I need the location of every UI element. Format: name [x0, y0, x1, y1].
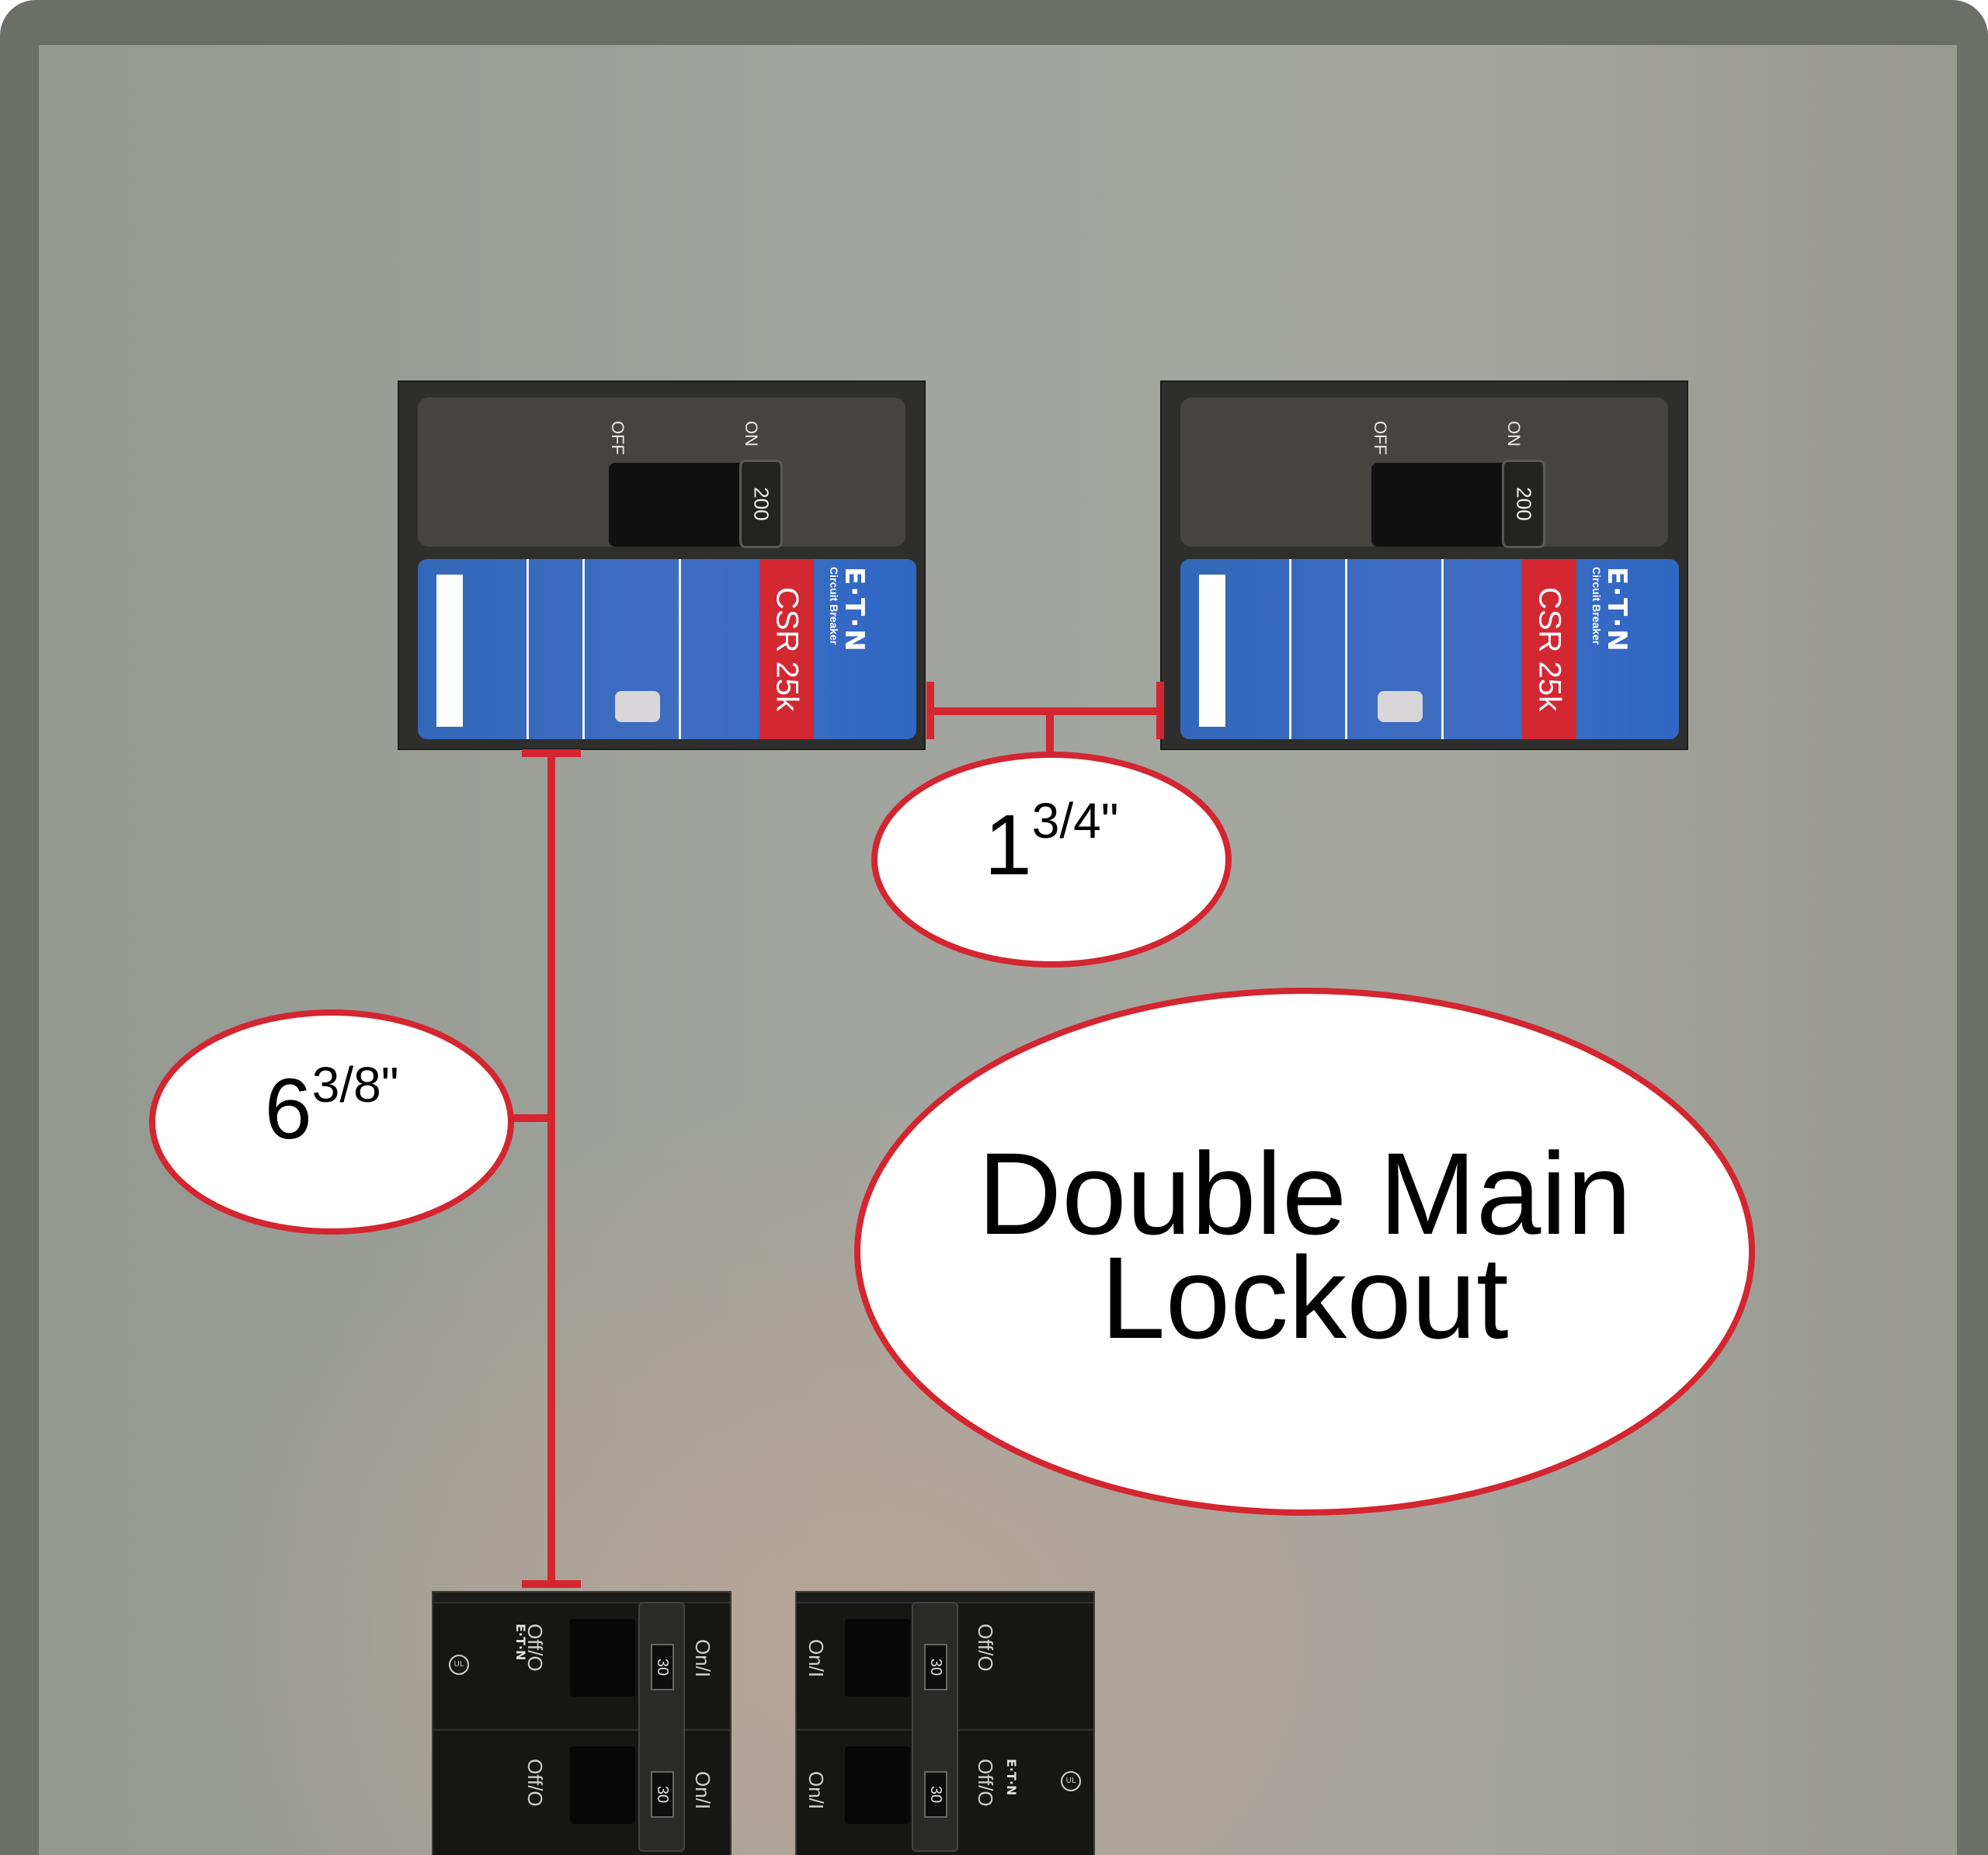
handle-slot: [1371, 463, 1524, 547]
breaker-handle-area: OFF ON 200: [1180, 398, 1668, 548]
amp-rating: 30: [924, 1644, 947, 1690]
divider-line: [679, 559, 681, 739]
handle-slot: [609, 463, 761, 547]
divider-line: [527, 559, 529, 739]
branch-breaker-right: 30 30 On/I On/I Off/O Off/O E·T·N UL: [795, 1591, 1095, 1855]
branch-breaker-left: 30 30 Off/O Off/O On/I On/I E·T·N UL: [432, 1591, 732, 1855]
title-callout: Double Main Lockout: [854, 988, 1755, 1516]
handle-slot: [570, 1746, 635, 1824]
breaker-label-panel: CSR 25k E·T·N Circuit Breaker: [418, 559, 916, 739]
dimension-whole: 6: [264, 1061, 312, 1157]
on-label: On/I: [805, 1639, 828, 1678]
on-label: On/I: [691, 1639, 714, 1678]
white-label-strip: [1199, 575, 1225, 727]
off-label: Off/O: [974, 1624, 997, 1672]
divider-line: [1345, 559, 1347, 739]
eaton-logo: E·T·N: [513, 1624, 528, 1661]
eaton-logo: E·T·N: [1004, 1759, 1019, 1796]
dimension-fraction: 3/4": [1031, 793, 1119, 849]
ul-mark: UL: [1061, 1771, 1081, 1791]
ul-mark: UL: [449, 1655, 469, 1675]
handle-slot: [570, 1619, 635, 1697]
indicator-chip: [615, 691, 660, 722]
divider-line: [582, 559, 585, 739]
dimension-fraction: 3/8": [311, 1057, 399, 1113]
title-line-2: Lockout: [1100, 1232, 1509, 1363]
dimension-whole: 1: [984, 797, 1032, 893]
indicator-chip: [1378, 691, 1423, 722]
on-label: On/I: [805, 1771, 828, 1810]
amp-rating: 30: [651, 1644, 674, 1690]
handle-slot: [845, 1746, 910, 1824]
breaker-handle-area: OFF ON 200: [418, 398, 905, 548]
on-label: On/I: [691, 1771, 714, 1810]
vertical-gap-callout: 63/8": [149, 1009, 514, 1235]
amp-rating: 30: [651, 1771, 674, 1818]
title-text: Double Main Lockout: [860, 1128, 1749, 1363]
breaker-handle[interactable]: 200: [739, 460, 783, 548]
amp-rating: 30: [924, 1771, 947, 1818]
title-line-1: Double Main: [977, 1128, 1632, 1259]
off-label: Off/O: [523, 1759, 547, 1807]
breaker-handle[interactable]: 200: [1502, 460, 1545, 548]
handle-slot: [845, 1619, 910, 1697]
divider-line: [1441, 559, 1444, 739]
white-label-strip: [436, 575, 463, 727]
model-band: CSR 25k: [1522, 559, 1576, 739]
model-band: CSR 25k: [759, 559, 814, 739]
divider-line: [1289, 559, 1291, 739]
breaker-label-panel: CSR 25k E·T·N Circuit Breaker: [1180, 559, 1679, 739]
off-label: Off/O: [974, 1759, 997, 1807]
horizontal-gap-callout: 13/4": [871, 752, 1232, 967]
main-breaker-right: OFF ON 200 CSR 25k E·T·N Circuit Breaker: [1160, 380, 1688, 750]
main-breaker-left: OFF ON 200 CSR 25k E·T·N Circuit Breaker: [398, 380, 926, 750]
